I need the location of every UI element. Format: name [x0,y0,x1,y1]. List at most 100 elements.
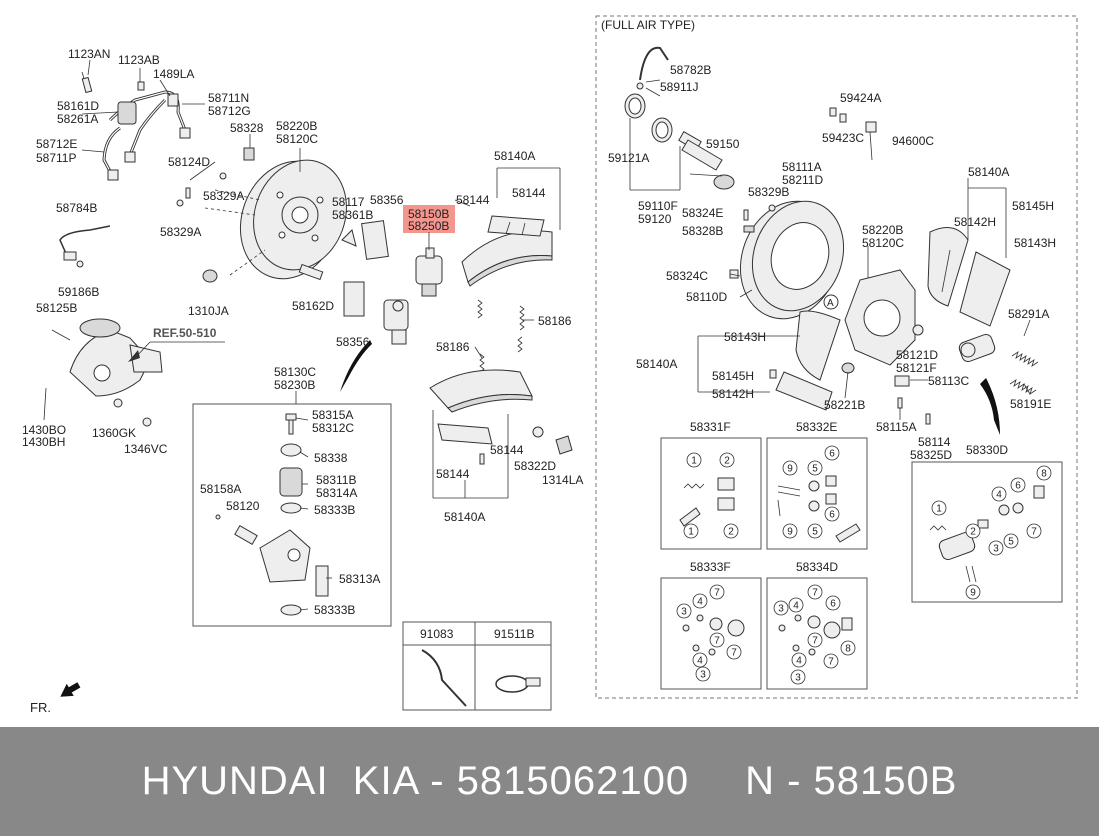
kit-callout-number: 5 [1008,537,1014,548]
kit-callout-circle [823,653,839,669]
brake-shoes-lower [429,369,544,465]
kit-callout-number: 6 [830,599,836,610]
label-58356-1: 58356 [370,193,404,207]
kit-callout-number: 2 [728,527,734,538]
label-58911j: 58911J [660,80,698,94]
plate-58356 [361,220,389,260]
label-58145h-1: 58145H [1012,199,1054,213]
label-58333b-2: 58333B [314,603,355,617]
brake-carrier [841,269,924,387]
label-58784b: 58784B [56,201,97,215]
kit-callout-number: 7 [828,657,834,668]
label-1346vc: 1346VC [124,442,168,456]
caliper-detail [215,413,329,616]
label-58332e: 58332E [796,420,837,434]
label-58191e: 58191E [1010,397,1051,411]
kit-58333f-parts [682,614,745,656]
label-58211d: 58211D [782,173,823,187]
kit-callout-circle [1036,465,1052,481]
label-58221b: 58221B [824,398,865,412]
label-58140a-4: 58140A [636,357,677,371]
nut-58329a [219,172,227,180]
hose-91083 [421,649,467,707]
label-91511b: 91511B [494,627,534,641]
label-58334d: 58334D [796,560,838,574]
kit-callout-circle [692,652,708,668]
label-58361b: 58361B [332,208,373,222]
label-91083: 91083 [420,627,454,641]
nut-59424a [829,107,837,117]
label-58186-2: 58186 [436,340,470,354]
kit-callout-number: 6 [829,449,835,460]
label-58329a-2: 58329A [160,225,201,239]
label-circle-a: A [827,298,834,309]
kit-callout-circle [807,523,823,539]
kit-callout-number: 4 [793,601,799,612]
kit-callout-number: 2 [724,456,730,467]
label-58125b: 58125B [36,301,77,315]
label-58150b: 58150B [408,207,449,221]
backing-plate-left [204,159,347,280]
kit-box-58332e [766,437,868,550]
kit-callout-circle [965,584,981,600]
kit-callout-circle [773,600,789,616]
kit-callout-number: 4 [697,597,703,608]
label-58261a: 58261A [57,112,98,126]
kit-callout-circle [683,523,699,539]
front-arrow-icon [60,682,81,697]
label-ref-50-510: REF.50-510 [153,326,217,340]
nut-1314la [555,435,573,455]
kit-callout-circle [991,486,1007,502]
kit-callout-circle [695,666,711,682]
label-58110d: 58110D [686,290,727,304]
label-58313a: 58313A [339,572,380,586]
kit-box-58334d [766,577,868,690]
plate-58356-2 [343,281,365,317]
clamp-91511b [495,675,541,693]
label-58338: 58338 [314,451,348,465]
kit-callout-circle [988,540,1004,556]
kit-callout-circle [824,445,840,461]
kit-callout-circle [825,595,841,611]
box-58130c [192,403,392,627]
steering-knuckle [43,318,163,427]
label-58329a-1: 58329A [203,189,244,203]
kit-callout-circle [709,584,725,600]
adjuster-58162d [298,263,324,281]
label-58220b: 58220B [276,119,317,133]
kit-callout-circle [840,640,856,656]
kit-callout-number: 5 [812,464,818,475]
label-58333b-1: 58333B [314,503,355,517]
air-hose-58782b [639,46,669,81]
label-58121d: 58121D [896,348,938,362]
abs-sensor-cable [59,225,111,268]
springs-58186 [477,299,525,373]
label-58120c: 58120C [276,132,318,146]
kit-callout-circle [807,632,823,648]
kit-callout-number: 1 [936,504,942,515]
label-58331f: 58331F [690,420,731,434]
kit-box-58333f [660,577,762,690]
label-58322d: 58322D [514,459,556,473]
kit-callout-circle [719,452,735,468]
label-59423c: 59423C [822,131,864,145]
label-58291a: 58291A [1008,307,1049,321]
label-58121f: 58121F [896,361,937,375]
label-58140a-1: 58140A [494,149,535,163]
kit-callout-circle [726,644,742,660]
selected-part-highlight [403,205,455,233]
kit-callout-number: 1 [691,456,697,467]
label-58124d: 58124D [168,155,210,169]
kit-callout-number: 3 [700,670,706,681]
label-59110f: 59110F [638,199,678,213]
kit-callout-number: 5 [812,527,818,538]
label-58356-2: 58356 [336,335,370,349]
kit-callout-number: 7 [812,588,818,599]
kit-callout-circle [692,593,708,609]
kit-callout-number: 9 [970,588,976,599]
label-1489la: 1489LA [153,67,194,81]
label-59424a: 59424A [840,91,881,105]
kit-callout-circle [676,603,692,619]
label-58114: 58114 [918,435,951,449]
kit-58330d-parts [929,485,1045,583]
